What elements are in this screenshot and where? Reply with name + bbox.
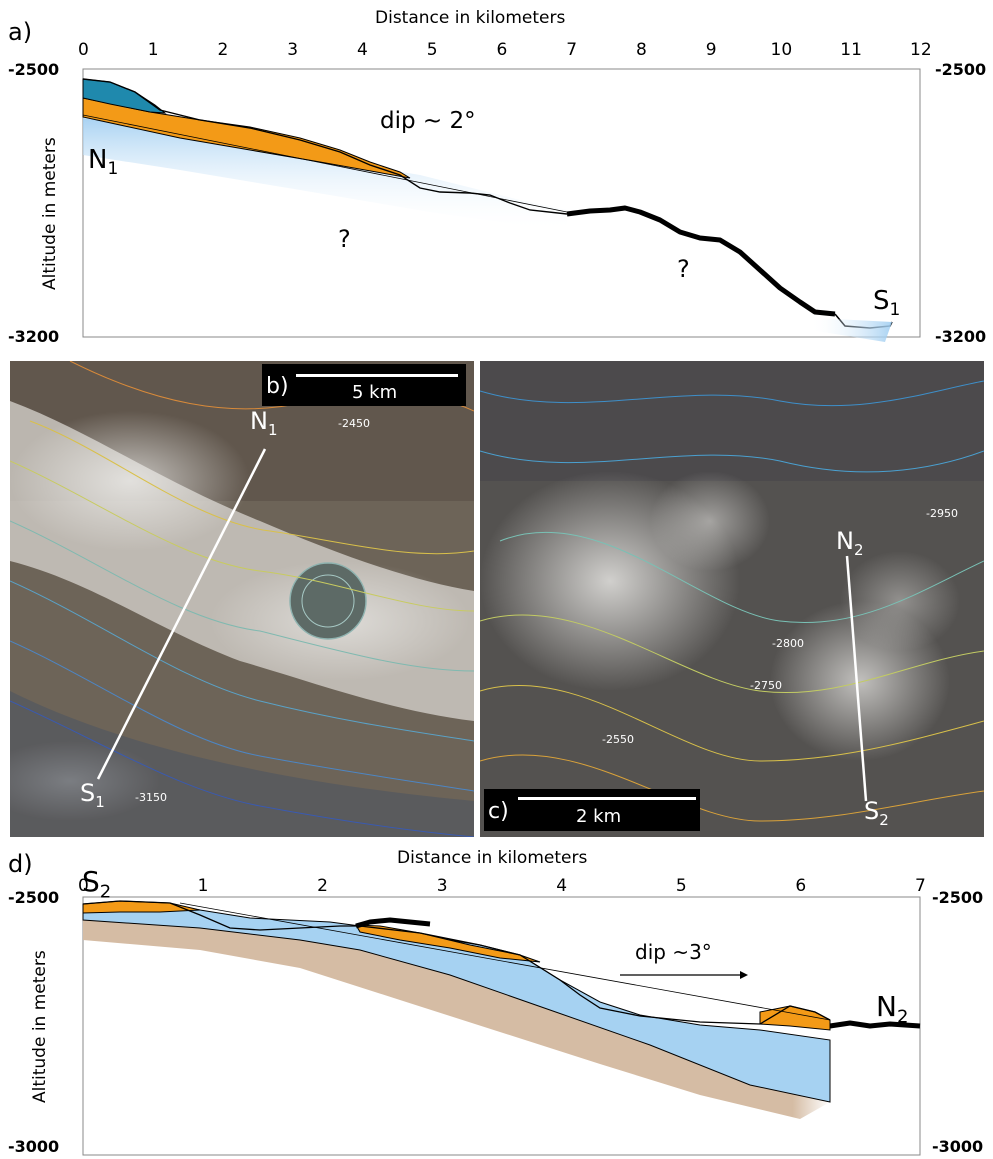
panel-d-start-letter: S bbox=[82, 865, 100, 898]
panel-c-marker-top-letter: N bbox=[836, 527, 854, 555]
panel-b-contour-label-1: -2450 bbox=[338, 417, 370, 430]
panel-a-thick-profile bbox=[566, 205, 836, 317]
panel-a-end-marker: S1 bbox=[873, 286, 900, 320]
panel-b-scale-box: b) 5 km bbox=[262, 364, 466, 406]
panel-d-x-tick-5: 5 bbox=[675, 876, 687, 896]
panel-a-y-bottom-right: -3200 bbox=[935, 327, 987, 346]
panel-b-contour-label-2: -3150 bbox=[135, 791, 167, 804]
panel-d-start-marker: S2 bbox=[82, 865, 111, 903]
panel-b-marker-bottom-sub: 1 bbox=[95, 792, 105, 811]
panel-b-marker-top: N1 bbox=[250, 407, 278, 439]
panel-a-x-tick-6: 6 bbox=[496, 40, 508, 60]
panel-a-y-top-right: -2500 bbox=[935, 60, 987, 79]
panel-d-profile bbox=[82, 896, 921, 1156]
panel-b-marker-top-letter: N bbox=[250, 407, 268, 435]
panel-d-x-tick-6: 6 bbox=[795, 876, 807, 896]
panel-d-x-tick-2: 2 bbox=[317, 876, 328, 896]
panel-a-y-top-left: -2500 bbox=[8, 60, 60, 79]
panel-c-scale-label: 2 km bbox=[576, 806, 622, 827]
panel-b-scale-label: 5 km bbox=[352, 382, 398, 403]
panel-a-x-tick-3: 3 bbox=[287, 40, 299, 60]
panel-c-contour-label-3: -2750 bbox=[750, 679, 782, 692]
panel-a-x-tick-4: 4 bbox=[357, 40, 368, 60]
panel-d-dip-text: dip ~3° bbox=[635, 940, 712, 964]
panel-d-start-sub: 2 bbox=[99, 881, 112, 903]
panel-a-end-sub: 1 bbox=[889, 300, 901, 321]
panel-d-x-tick-3: 3 bbox=[436, 876, 448, 896]
panel-b-image: b) 5 km N1 S1 -2450 -3150 bbox=[10, 361, 474, 837]
panel-a-dip-line bbox=[82, 114, 568, 213]
panel-a-question-2: ? bbox=[677, 255, 690, 283]
panel-a-x-tick-7: 7 bbox=[566, 40, 578, 60]
panel-c-contour-label-4: -2550 bbox=[602, 733, 634, 746]
panel-c-marker-top-sub: 2 bbox=[853, 540, 864, 559]
panel-a-dip-text: dip ~ 2° bbox=[380, 108, 476, 134]
panel-d-thick-segment-middle bbox=[355, 917, 431, 929]
panel-a-x-tick-1: 1 bbox=[147, 40, 159, 60]
panel-c-scale-box: c) 2 km bbox=[484, 789, 700, 831]
panel-c-marker-bottom: S2 bbox=[864, 797, 889, 829]
panel-c-label: c) bbox=[488, 799, 509, 824]
panel-d-x-tick-4: 4 bbox=[556, 876, 568, 896]
panel-a-x-tick-12: 12 bbox=[910, 40, 932, 60]
panel-c-image: c) 2 km N2 S2 -2950 -2800 -2750 -2550 bbox=[480, 361, 984, 837]
panel-b-label: b) bbox=[266, 374, 289, 399]
panel-d-end-marker: N2 bbox=[876, 990, 908, 1028]
panel-c-terrain bbox=[480, 361, 984, 837]
panel-a-blue-substrate bbox=[83, 118, 567, 232]
panel-a-x-tick-10: 10 bbox=[770, 40, 793, 60]
panel-d-surface-line bbox=[82, 900, 831, 1025]
panel-c-marker-bottom-letter: S bbox=[864, 797, 880, 825]
panel-a-end-blue bbox=[810, 318, 892, 342]
panel-a-x-tick-5: 5 bbox=[426, 40, 438, 60]
panel-a-x-tick-0: 0 bbox=[78, 40, 89, 60]
panel-d-label: d) bbox=[8, 850, 33, 878]
panel-b-marker-bottom: S1 bbox=[80, 779, 105, 811]
panel-d-x-tick-1: 1 bbox=[197, 876, 209, 896]
panel-b-terrain bbox=[10, 361, 474, 837]
panel-b-marker-bottom-letter: S bbox=[80, 779, 96, 807]
panel-a-x-tick-8: 8 bbox=[636, 40, 647, 60]
panel-c-marker-top: N2 bbox=[836, 527, 864, 559]
panel-a-start-marker: N1 bbox=[88, 145, 118, 179]
panel-c-contour-label-1: -2950 bbox=[926, 507, 958, 520]
panel-d-dip-line bbox=[179, 902, 831, 1021]
panel-c-transect-line bbox=[845, 555, 868, 802]
panel-a-x-tick-9: 9 bbox=[705, 40, 717, 60]
panel-b-marker-top-sub: 1 bbox=[267, 420, 278, 439]
panel-d-y-bottom-left: -3000 bbox=[8, 1137, 60, 1156]
panel-a-start-letter: N bbox=[88, 145, 108, 175]
panel-b-scale-bar bbox=[296, 374, 458, 377]
panel-d-y-top-left: -2500 bbox=[8, 888, 60, 907]
panel-a-profile bbox=[82, 68, 921, 342]
panel-a-question-1: ? bbox=[338, 225, 351, 253]
panel-a-start-sub: 1 bbox=[107, 159, 119, 180]
panel-a-x-tick-2: 2 bbox=[217, 40, 229, 60]
panel-a-y-bottom-left: -3200 bbox=[8, 327, 60, 346]
panel-d-orange-middle bbox=[355, 924, 541, 963]
panel-d-x-axis-title: Distance in kilometers bbox=[397, 848, 588, 868]
panel-d-x-tick-7: 7 bbox=[915, 876, 926, 896]
panel-d-y-bottom-right: -3000 bbox=[932, 1137, 984, 1156]
panel-d-end-sub: 2 bbox=[896, 1006, 909, 1028]
panel-c-scale-bar bbox=[518, 797, 696, 800]
panel-a-x-tick-11: 11 bbox=[840, 40, 862, 60]
panel-a-x-axis-title: Distance in kilometers bbox=[375, 8, 566, 28]
panel-d-tan-layer bbox=[83, 920, 830, 1119]
panel-c-contour-label-2: -2800 bbox=[772, 637, 804, 650]
panel-d-thick-segment-end bbox=[829, 1020, 921, 1029]
panel-a-frame bbox=[82, 68, 921, 338]
panel-d-y-top-right: -2500 bbox=[932, 888, 984, 907]
panel-c-marker-bottom-sub: 2 bbox=[879, 810, 889, 829]
panel-d-x-tick-0: 0 bbox=[78, 876, 89, 896]
panel-a-end-letter: S bbox=[873, 286, 890, 316]
panel-d-dip-arrowhead bbox=[740, 971, 748, 979]
panel-b-transect-line bbox=[96, 448, 267, 780]
panel-d-end-letter: N bbox=[876, 990, 897, 1023]
panel-a-label: a) bbox=[8, 18, 33, 46]
